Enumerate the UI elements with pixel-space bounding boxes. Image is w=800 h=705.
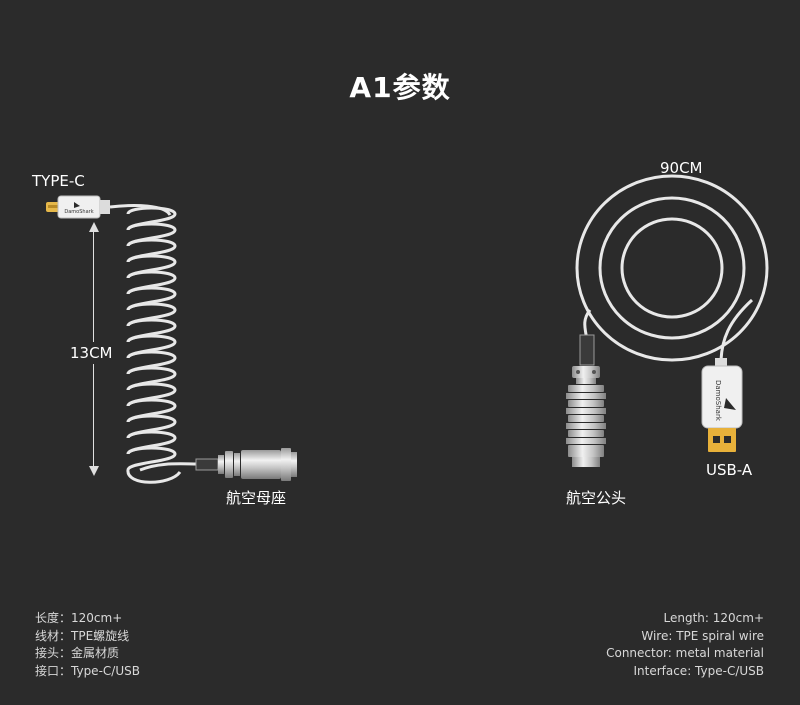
female-aviation-connector [195,448,297,481]
usb-a-connector: DamoShark [701,358,743,452]
female-connector-label: 航空母座 [226,489,287,507]
looped-cable [575,174,769,362]
type-c-label: TYPE-C [32,172,85,190]
spec-connector-cn: 接头：金属材质 [35,646,120,660]
page-title: A1参数 [349,71,451,104]
usb-a-plug-tip [708,428,736,452]
spec-interface-en: Interface: Type-C/USB [633,663,764,678]
svg-text:DamoShark: DamoShark [714,380,722,422]
spec-length-en: Length: 120cm+ [663,611,765,625]
spec-length-cn: 长度：120cm+ [35,611,123,625]
spec-wire-en: Wire: TPE spiral wire [641,628,764,643]
cable-length-label: 90CM [660,159,703,177]
arrow-down-icon [89,466,99,476]
specs-english: Length: 120cm+ Wire: TPE spiral wire Con… [606,610,764,680]
spec-interface-cn: 接口：Type-C/USB [35,663,140,678]
spec-connector-en: Connector: metal material [606,646,764,660]
svg-text:DamoShark: DamoShark [64,209,93,215]
spec-wire-cn: 线材：TPE螺旋线 [35,628,130,643]
male-aviation-connector [566,334,606,467]
coiled-cable: DamoShark [46,195,297,484]
coil-length-label: 13CM [70,342,113,364]
male-connector-label: 航空公头 [566,489,627,507]
usb-a-label: USB-A [706,461,753,479]
specs-chinese: 长度：120cm+ 线材：TPE螺旋线 接头：金属材质 接口：Type-C/US… [35,610,140,680]
arrow-up-icon [89,222,99,232]
